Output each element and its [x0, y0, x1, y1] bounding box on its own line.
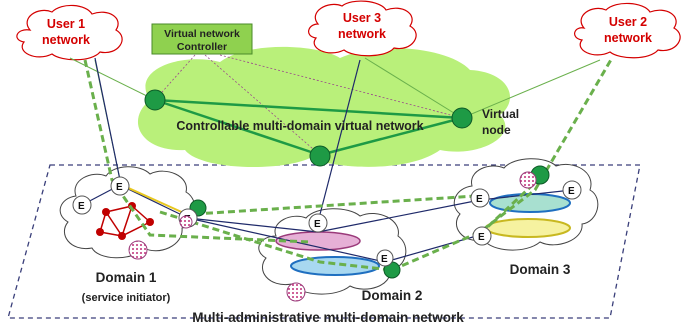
domain1-label: Domain 1 [96, 270, 157, 285]
user3-cloud-icon [308, 0, 417, 57]
user1-cloud-icon [16, 4, 123, 61]
router-icons [128, 171, 537, 302]
domain1-yellow-link [123, 185, 187, 215]
domain2-label: Domain 2 [362, 288, 423, 303]
domain3-label: Domain 3 [510, 262, 571, 277]
virtual-network-label: Controllable multi-domain virtual networ… [176, 119, 423, 133]
user3-label-line2: network [338, 27, 386, 41]
user1-label-line1: User 1 [47, 17, 85, 31]
user3-label-line1: User 3 [343, 11, 381, 25]
edge-label: E [314, 219, 321, 230]
virtual-network-cloud [137, 46, 510, 168]
edge-label: E [78, 201, 85, 212]
domain3-teal-ring [489, 193, 571, 213]
user2-label-line2: network [604, 31, 652, 45]
edge-label: E [381, 254, 388, 265]
router-icon [286, 282, 306, 302]
virtual-links [154, 98, 463, 157]
domain1-sublabel: (service initiator) [82, 292, 171, 304]
user1-label-line2: network [42, 33, 90, 47]
domain3-yellow-ring [485, 218, 571, 238]
multi-admin-network-label: Multi-administrative multi-domain networ… [192, 310, 464, 325]
virtual-node-icons [144, 89, 550, 279]
router-icon [179, 215, 193, 229]
edge-label: E [568, 186, 575, 197]
router-icon [519, 171, 537, 189]
virtual-node-label-line1: Virtual [482, 107, 519, 121]
edge-label: E [478, 232, 485, 243]
controller-label-line2: Controller [177, 41, 227, 53]
controller-links [154, 54, 463, 156]
controller-box [151, 23, 253, 55]
controller-label-line1: Virtual network [164, 28, 240, 40]
user2-label-line1: User 2 [609, 15, 647, 29]
edge-label: E [476, 194, 483, 205]
domain2-blue-ring [290, 256, 380, 276]
router-icon [128, 240, 148, 260]
virtual-node-label-line2: node [482, 123, 511, 137]
user2-cloud-icon [574, 2, 681, 59]
edge-node-icons [72, 176, 582, 267]
edge-label: E [116, 182, 123, 193]
